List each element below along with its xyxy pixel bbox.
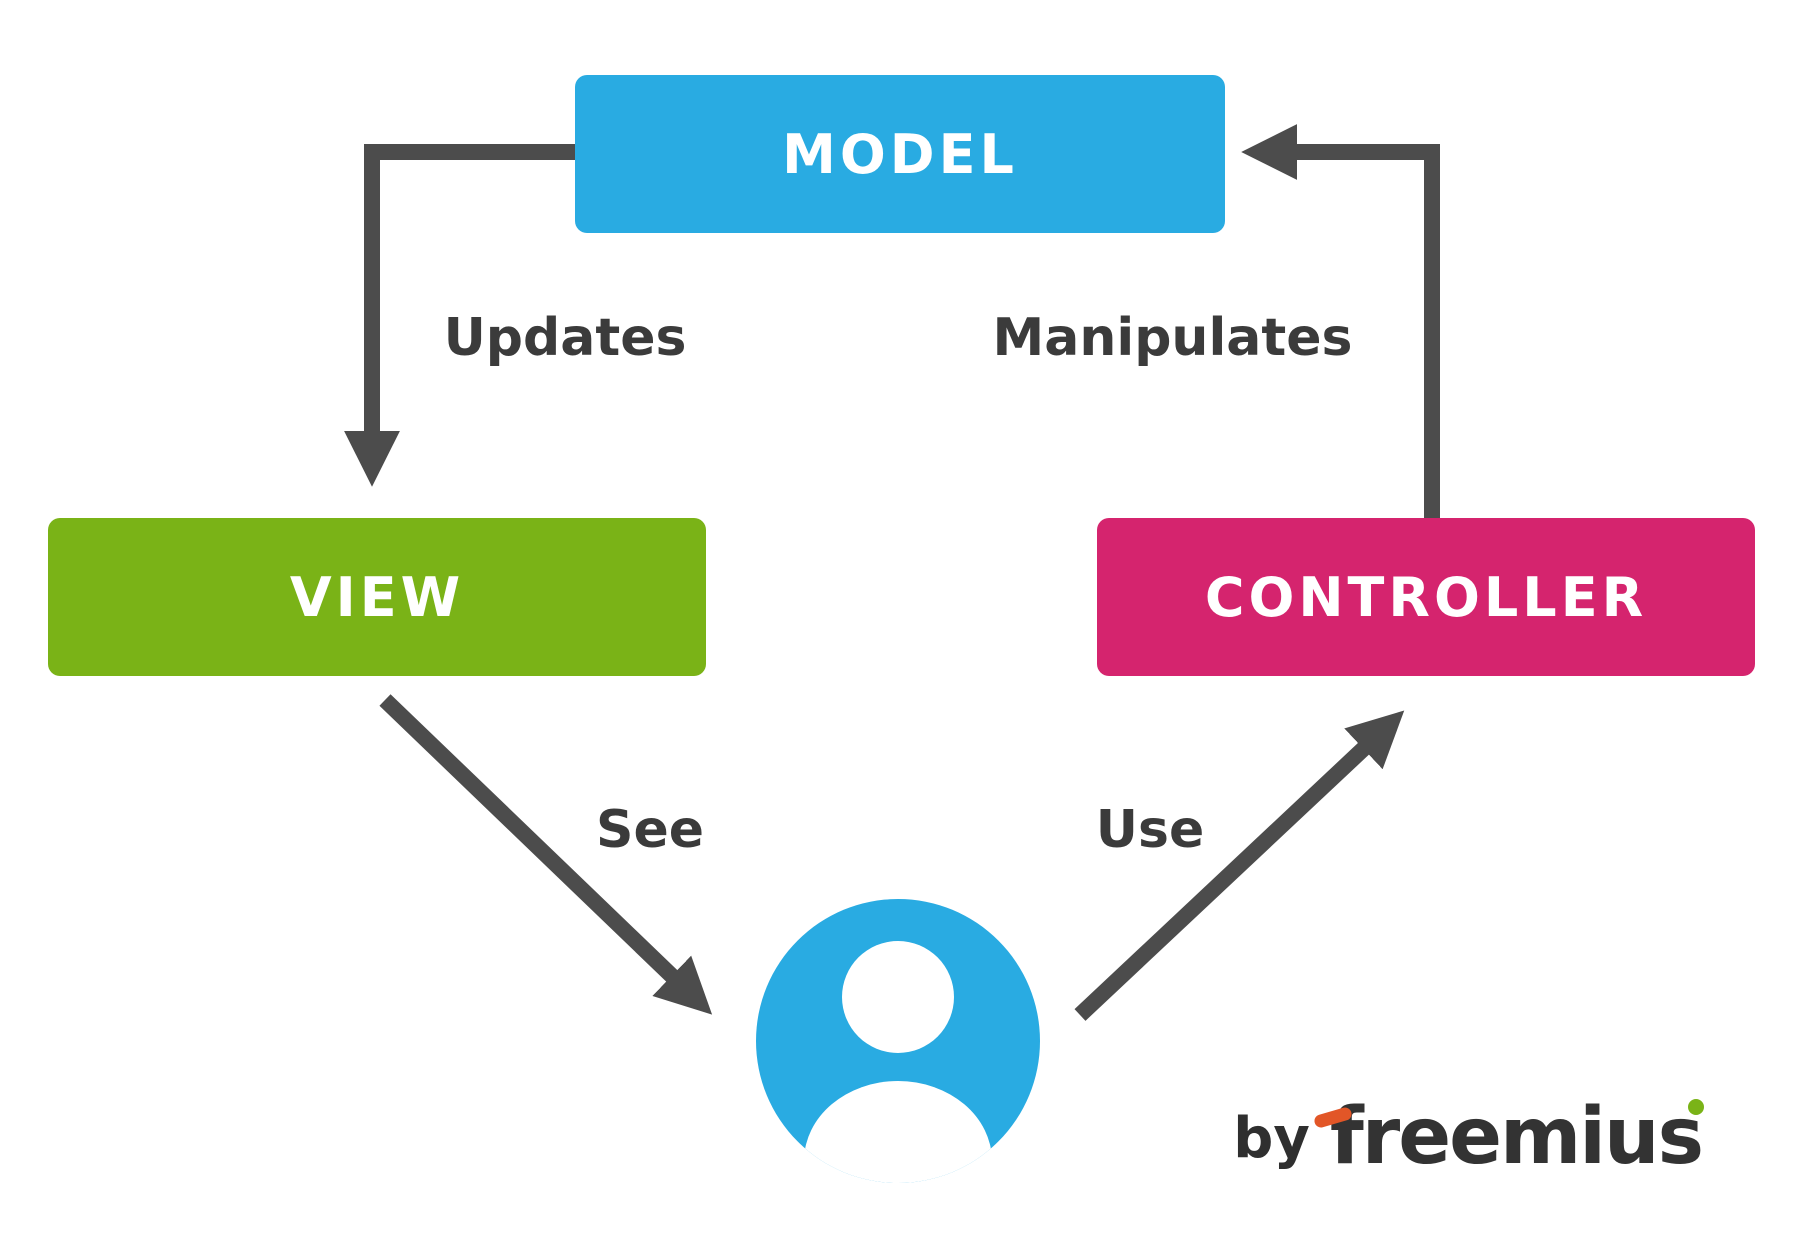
user-icon-svg <box>756 899 1040 1183</box>
node-controller: CONTROLLER <box>1097 518 1755 676</box>
see-arrow <box>379 694 713 1015</box>
edge-label-use: Use <box>1095 800 1205 860</box>
user-icon-head <box>842 941 954 1053</box>
user-icon <box>756 899 1040 1183</box>
freemius-dot-icon <box>1688 1099 1704 1115</box>
updates-arrow <box>344 144 575 487</box>
freemius-logo: freemius <box>1312 1092 1712 1182</box>
edge-label-see: See <box>596 800 704 860</box>
node-controller-label: CONTROLLER <box>1204 565 1648 629</box>
node-model-label: MODEL <box>782 122 1018 186</box>
edge-label-updates: Updates <box>443 308 687 368</box>
freemius-wordmark-text: freemius <box>1329 1092 1704 1182</box>
manipulates-arrow <box>1241 124 1440 518</box>
user-icon-body <box>804 1081 992 1183</box>
node-view-label: VIEW <box>289 565 465 629</box>
node-view: VIEW <box>48 518 706 676</box>
branding: by freemius <box>1233 1092 1712 1182</box>
branding-prefix: by <box>1233 1105 1310 1171</box>
node-model: MODEL <box>575 75 1225 233</box>
use-arrow <box>1074 710 1405 1021</box>
edge-label-manipulates: Manipulates <box>992 308 1353 368</box>
